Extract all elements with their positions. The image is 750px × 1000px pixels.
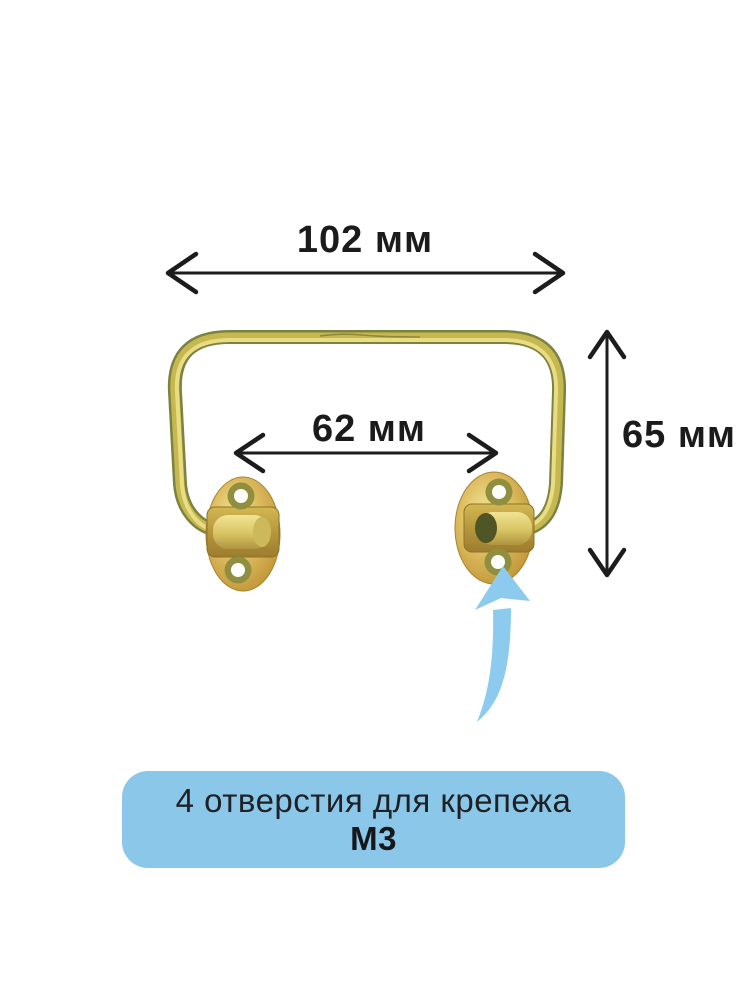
handle-wire-highlight [174,338,559,533]
right-plate-wire-opening [475,513,497,543]
callout-pointer [475,566,530,722]
left-mount-plate [205,476,281,592]
left-plate-screw-hole-bottom-inner [231,563,245,577]
arrowhead-right-icon [532,251,566,295]
dimension-height: 65 мм [587,329,736,578]
handle-wire [167,330,567,537]
callout-text-line2: М3 [350,819,397,857]
left-plate-screw-hole-top-inner [234,489,248,503]
dimension-mount-spacing: 62 мм [233,408,499,474]
dimension-mount-spacing-label: 62 мм [312,408,426,450]
right-plate-screw-hole-bottom-inner [491,555,505,569]
curved-arrow-body [477,608,511,722]
dimension-height-label: 65 мм [622,414,736,456]
curved-arrow-head-icon [475,566,530,610]
callout-bubble: 4 отверстия для крепежа М3 [122,771,625,868]
callout-text-line1: 4 отверстия для крепежа [175,781,572,819]
arrowhead-right-icon [466,432,499,474]
right-mount-plate [454,471,535,585]
dimension-overall-width-label: 102 мм [297,219,433,261]
right-plate-screw-hole-top-inner [492,485,506,499]
wire-scratch-marking [319,333,421,338]
left-plate-wire-end [253,517,271,547]
arrowhead-up-icon [587,329,627,360]
arrowhead-left-icon [165,251,199,295]
arrowhead-left-icon [233,432,266,474]
dimension-overall-width: 102 мм [165,219,566,295]
arrowhead-down-icon [587,547,627,578]
